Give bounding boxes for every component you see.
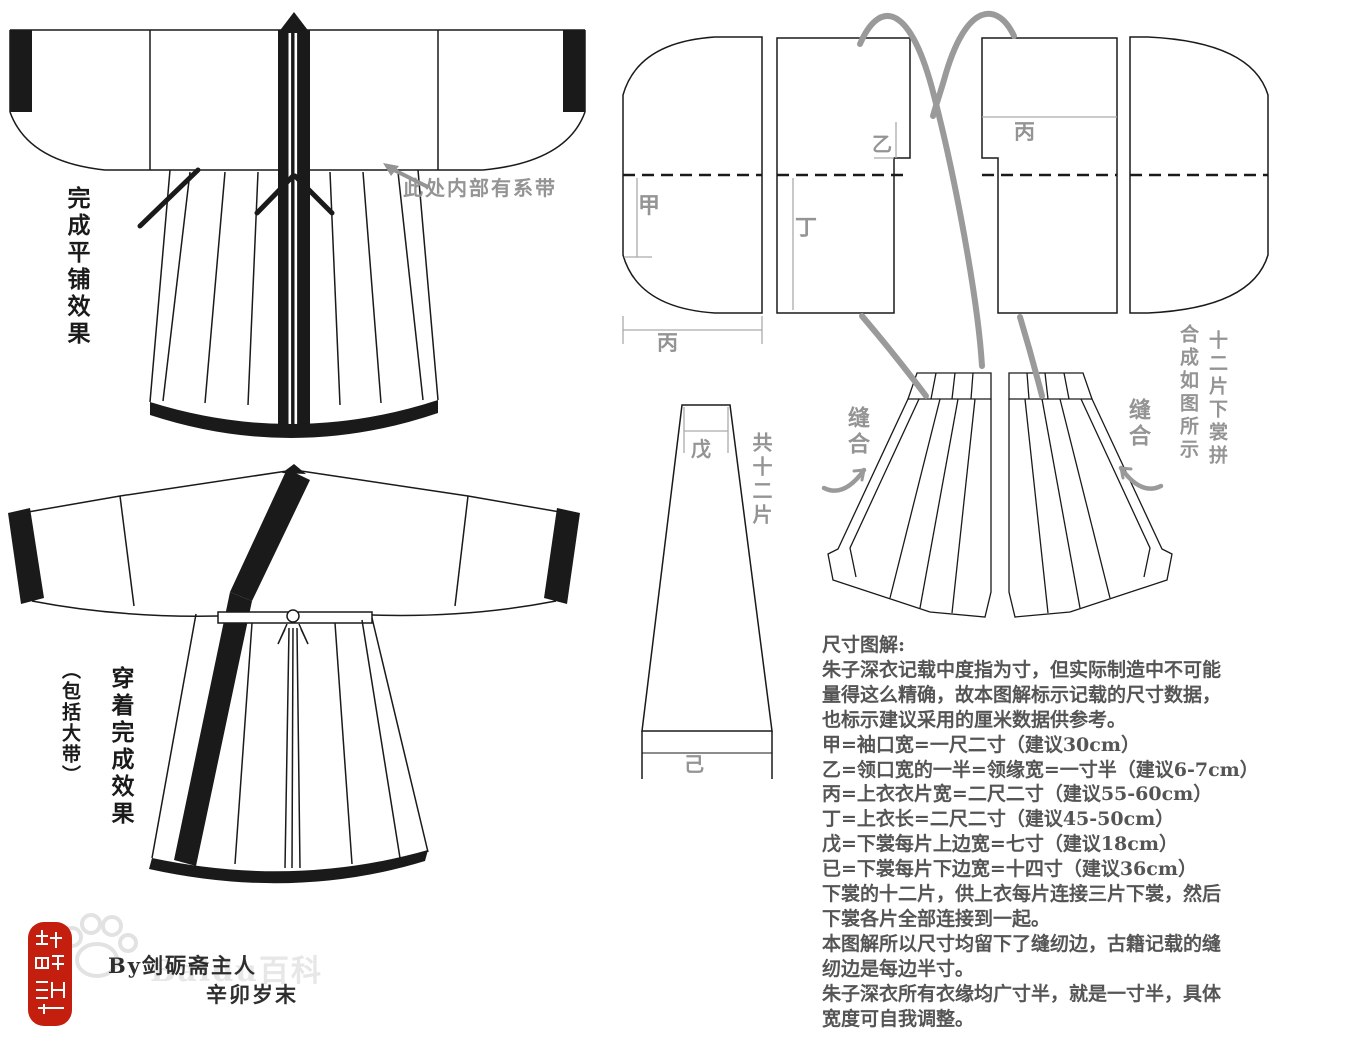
author-credit: By剑砺斋主人	[108, 953, 257, 978]
notes-line: 朱子深衣记载中度指为寸，但实际制造中不可能	[822, 658, 1222, 681]
notes-line: 甲=袖口宽=一尺二寸（建议30cm）	[822, 733, 1140, 756]
piece-label-ding: 丁	[795, 215, 818, 241]
flat-lay-label: 完成平铺效果	[63, 186, 90, 348]
credit-date: 辛卯岁末	[206, 982, 298, 1007]
baidu-watermark-text: Baidu百科	[150, 954, 323, 989]
seam-label-right: 缝合	[1125, 398, 1151, 450]
piece-label-bing-sleeve: 丙	[657, 330, 678, 355]
pattern-pieces	[622, 36, 1269, 344]
notes-line: 乙=领口宽的一半=领缘宽=一寸半（建议6-7cm）	[822, 758, 1259, 781]
notes-line: 戊=下裳每片上边宽=七寸（建议18cm）	[822, 833, 1178, 856]
seam-label-left: 缝合	[844, 406, 870, 458]
notes-line: 下裳各片全部连接到一起。	[822, 907, 1051, 930]
worn-garment	[8, 464, 580, 884]
tie-note-text: 此处内部有系带	[403, 176, 557, 200]
piece-label-wu: 戊	[691, 437, 711, 461]
skirt-panel-piece	[641, 404, 773, 779]
notes-line: 宽度可自我调整。	[822, 1007, 975, 1030]
piece-label-yi: 乙	[872, 132, 892, 156]
assembly-connector-arrows	[821, 10, 1164, 493]
notes-line: 朱子深衣所有衣缘均广寸半，就是一寸半，具体	[822, 982, 1222, 1005]
notes-line: 纫边是每边半寸。	[822, 957, 975, 980]
assembly-note-col-right: 十二片下裳拼	[1206, 330, 1228, 468]
piece-label-jia: 甲	[638, 193, 661, 219]
notes-line: 尺寸图解:	[822, 634, 906, 656]
notes-line: 下裳的十二片，供上衣每片连接三片下裳，然后	[822, 883, 1222, 906]
twelve-pieces-note: 共十二片	[749, 432, 773, 528]
worn-label-paren: （包括大带）	[59, 660, 81, 786]
piece-label-ji: 己	[684, 752, 704, 776]
artist-seal	[28, 922, 72, 1026]
flat-lay-garment	[9, 12, 586, 439]
piece-label-bing-body: 丙	[1014, 119, 1035, 144]
notes-line: 已=下裳每片下边宽=十四寸（建议36cm）	[822, 858, 1197, 881]
dimension-notes: 尺寸图解: 朱子深衣记载中度指为寸，但实际制造中不可能 量得这么精确，故本图解标…	[822, 633, 1362, 1032]
worn-label: 穿着完成效果	[107, 666, 134, 828]
notes-line: 本图解所以尺寸均留下了缝纫边，古籍记载的缝	[822, 932, 1222, 955]
notes-line: 量得这么精确，故本图解标示记载的尺寸数据，	[822, 683, 1222, 706]
skirt-assembly	[827, 372, 1173, 618]
notes-line: 也标示建议采用的厘米数据供参考。	[822, 708, 1127, 731]
notes-line: 丁=上衣长=二尺二寸（建议45-50cm）	[822, 808, 1175, 831]
assembly-note-col-left: 合成如图所示	[1177, 324, 1199, 462]
notes-line: 丙=上衣衣片宽=二尺二寸（建议55-60cm）	[822, 783, 1213, 806]
tie-note-arrow	[383, 163, 429, 189]
